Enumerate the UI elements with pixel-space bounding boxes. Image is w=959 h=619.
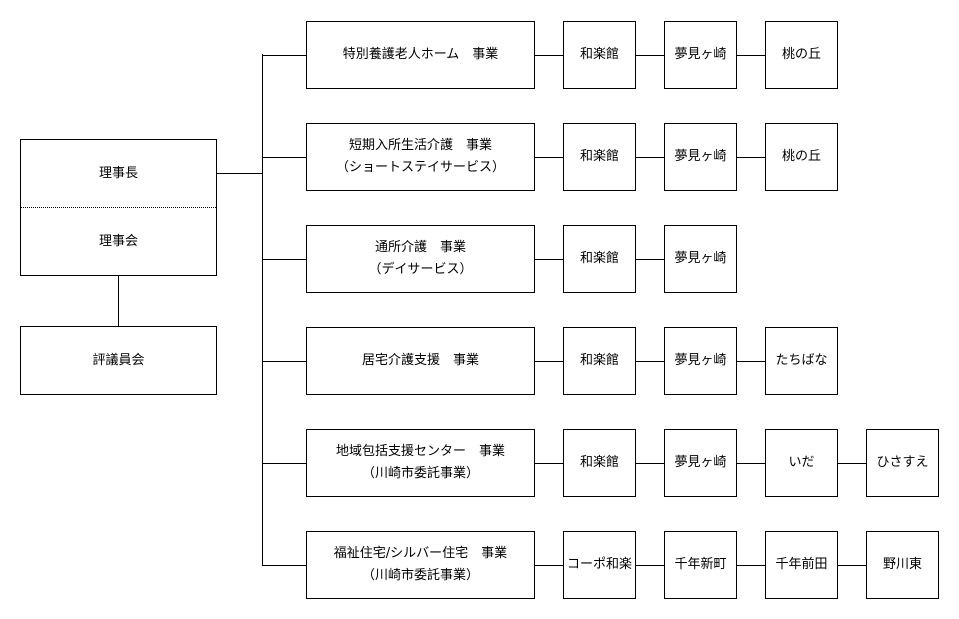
facility-label: 夢見ヶ崎 <box>674 251 727 266</box>
facility-connector <box>636 157 664 158</box>
facility-box: コーポ和楽 <box>563 531 636 599</box>
service-label: 通所介護 事業 <box>374 240 466 255</box>
facility-box: いだ <box>765 429 838 497</box>
facility-label: たちばな <box>775 353 828 368</box>
facility-connector <box>636 259 664 260</box>
facility-connector <box>838 565 866 566</box>
facility-box: 和楽館 <box>563 225 636 293</box>
facility-label: 和楽館 <box>579 149 619 164</box>
facility-label: 夢見ヶ崎 <box>674 455 727 470</box>
facility-box: ひさすえ <box>866 429 939 497</box>
facility-label: ひさすえ <box>876 455 929 470</box>
service-box: 福祉住宅/シルバー住宅 事業 （川崎市委託事業） <box>306 531 535 599</box>
board-box: 理事長 理事会 <box>20 139 217 276</box>
facility-connector <box>535 565 563 566</box>
facility-box: 和楽館 <box>563 21 636 89</box>
service-box: 居宅介護支援 事業 <box>306 327 535 395</box>
service-label: 福祉住宅/シルバー住宅 事業 <box>333 546 508 561</box>
branch-connector <box>262 361 306 362</box>
service-label: 居宅介護支援 事業 <box>361 353 479 368</box>
facility-box: 和楽館 <box>563 327 636 395</box>
facility-label: 和楽館 <box>579 251 619 266</box>
facility-label: 夢見ヶ崎 <box>674 149 727 164</box>
facility-connector <box>737 157 765 158</box>
facility-box: 夢見ヶ崎 <box>664 225 737 293</box>
board-council-label: 理事会 <box>98 234 138 249</box>
facility-connector <box>737 361 765 362</box>
facility-label: 和楽館 <box>579 455 619 470</box>
facility-connector <box>636 463 664 464</box>
facility-box: 和楽館 <box>563 429 636 497</box>
facility-connector <box>636 565 664 566</box>
facility-box: 千年新町 <box>664 531 737 599</box>
facility-label: 千年新町 <box>674 557 727 572</box>
facility-connector <box>737 565 765 566</box>
facility-label: 和楽館 <box>579 47 619 62</box>
facility-label: 千年前田 <box>775 557 828 572</box>
branch-connector <box>262 55 306 56</box>
service-label: （川崎市委託事業） <box>361 466 479 481</box>
branch-connector <box>262 463 306 464</box>
facility-label: 桃の丘 <box>781 47 821 62</box>
facility-box: 桃の丘 <box>765 123 838 191</box>
facility-connector <box>636 55 664 56</box>
facility-connector <box>535 463 563 464</box>
branch-connector <box>262 565 306 566</box>
facility-label: 桃の丘 <box>781 149 821 164</box>
service-box: 特別養護老人ホーム 事業 <box>306 21 535 89</box>
service-label: （川崎市委託事業） <box>361 568 479 583</box>
branch-connector <box>262 157 306 158</box>
facility-box: 夢見ヶ崎 <box>664 21 737 89</box>
service-label: 特別養護老人ホーム 事業 <box>342 47 499 62</box>
board-to-trunk-connector <box>217 173 263 174</box>
board-to-committee-connector <box>118 276 119 326</box>
facility-label: 野川東 <box>882 557 922 572</box>
evaluation-committee-label: 評議員会 <box>92 352 145 368</box>
facility-box: 夢見ヶ崎 <box>664 429 737 497</box>
facility-connector <box>838 463 866 464</box>
facility-connector <box>737 463 765 464</box>
service-label: （ショートステイサービス） <box>335 160 505 175</box>
service-label: （デイサービス） <box>368 262 473 277</box>
facility-connector <box>737 55 765 56</box>
facility-connector <box>636 361 664 362</box>
trunk-vertical-line <box>262 54 263 566</box>
facility-label: 夢見ヶ崎 <box>674 353 727 368</box>
facility-box: 野川東 <box>866 531 939 599</box>
service-box: 通所介護 事業 （デイサービス） <box>306 225 535 293</box>
facility-box: 夢見ヶ崎 <box>664 123 737 191</box>
service-label: 短期入所生活介護 事業 <box>348 138 492 153</box>
service-label: 地域包括支援センター 事業 <box>335 444 505 459</box>
service-box: 短期入所生活介護 事業 （ショートステイサービス） <box>306 123 535 191</box>
facility-box: 夢見ヶ崎 <box>664 327 737 395</box>
branch-connector <box>262 259 306 260</box>
evaluation-committee-box: 評議員会 <box>20 326 217 395</box>
chairman-label: 理事長 <box>98 165 138 181</box>
facility-box: たちばな <box>765 327 838 395</box>
facility-connector <box>535 157 563 158</box>
facility-connector <box>535 361 563 362</box>
facility-label: いだ <box>788 455 815 470</box>
facility-label: 夢見ヶ崎 <box>674 47 727 62</box>
facility-box: 和楽館 <box>563 123 636 191</box>
facility-box: 桃の丘 <box>765 21 838 89</box>
facility-connector <box>535 259 563 260</box>
board-divider <box>21 207 216 208</box>
service-box: 地域包括支援センター 事業 （川崎市委託事業） <box>306 429 535 497</box>
facility-label: 和楽館 <box>579 353 619 368</box>
facility-box: 千年前田 <box>765 531 838 599</box>
facility-label: コーポ和楽 <box>566 557 632 572</box>
facility-connector <box>535 55 563 56</box>
